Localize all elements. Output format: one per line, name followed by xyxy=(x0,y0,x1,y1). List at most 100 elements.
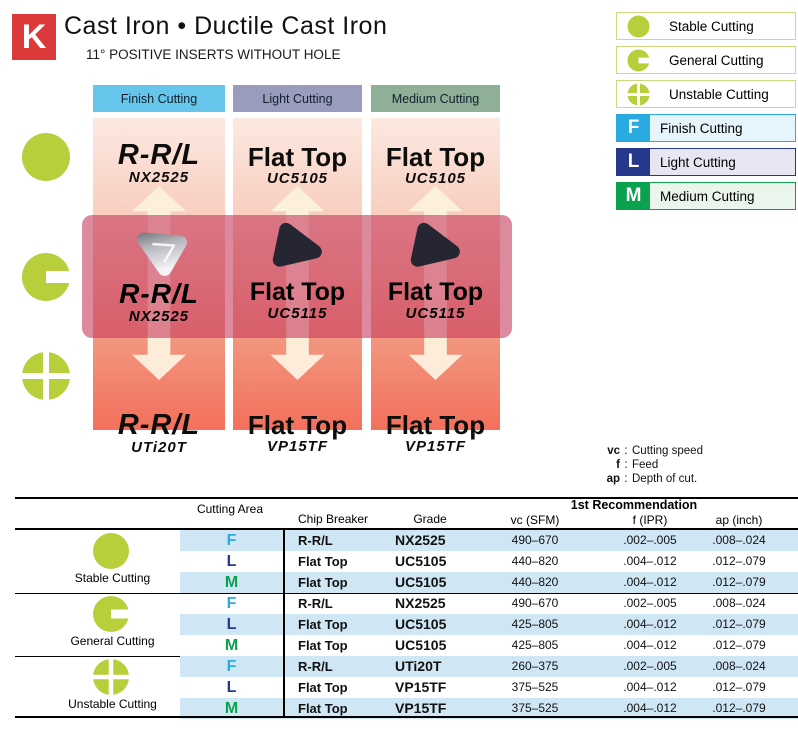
material-class-k-badge: K xyxy=(12,14,56,60)
vc-value: 425–805 xyxy=(511,616,559,631)
legend-item-finish: F Finish Cutting xyxy=(616,114,796,142)
silver-triangle-insert-icon xyxy=(137,232,187,276)
cutting-area-letter: M xyxy=(224,573,239,591)
legend-label: General Cutting xyxy=(669,52,764,68)
column-header-medium: Medium Cutting xyxy=(371,85,500,112)
col-header-recommendation: 1st Recommendation xyxy=(570,498,698,512)
feed-value: .002–.005 xyxy=(623,658,677,673)
table-row: L Flat Top VP15TF 375–525 .004–.012 .012… xyxy=(15,677,798,698)
grade-name: NX2525 xyxy=(128,169,190,187)
application-diagram: Finish Cutting Light Cutting Medium Cutt… xyxy=(0,80,798,456)
note-vc: vc: Cutting speed xyxy=(598,444,796,458)
col-header-cutting-area: Cutting Area xyxy=(196,502,264,516)
chip-breaker-value: Flat Top xyxy=(298,637,348,653)
vc-value: 440–820 xyxy=(511,574,559,589)
grade-value: UC5105 xyxy=(395,552,447,569)
legend-item-general: General Cutting xyxy=(616,46,796,74)
chip-breaker-value: R-R/L xyxy=(298,658,333,674)
chip-breaker-value: Flat Top xyxy=(298,616,348,632)
cutting-area-letter: M xyxy=(224,636,239,654)
legend-item-medium: M Medium Cutting xyxy=(616,182,796,210)
recommendation-bottom: R-R/L UTi20T xyxy=(93,410,225,456)
table-row: M Flat Top UC5105 425–805 .004–.012 .012… xyxy=(15,635,798,656)
black-triangle-insert-icon xyxy=(272,222,322,267)
legend-label: Light Cutting xyxy=(660,154,736,170)
stable-circle-icon xyxy=(617,13,659,39)
recommendation-bottom: Flat Top VP15TF xyxy=(371,411,500,455)
grade-value: UC5105 xyxy=(395,636,447,653)
group-label: Stable Cutting xyxy=(74,571,151,585)
general-notched-circle-icon xyxy=(617,47,659,73)
legend-label: Unstable Cutting xyxy=(669,86,769,102)
group-separator xyxy=(15,592,798,594)
grade-value: VP15TF xyxy=(395,699,447,716)
grade-value: UC5105 xyxy=(395,573,447,590)
col-header-ap: ap (inch) xyxy=(715,513,763,527)
col-header-chip-breaker: Chip Breaker xyxy=(298,512,369,526)
legend-item-light: L Light Cutting xyxy=(616,148,796,176)
recommendation-mid-light: Flat Top UC5115 xyxy=(233,217,362,322)
light-letter-badge: L xyxy=(617,149,650,175)
chip-breaker-name: Flat Top xyxy=(385,142,486,172)
note-ap: ap: Depth of cut. xyxy=(598,472,796,486)
grade-name: UC5105 xyxy=(266,170,329,188)
legend: Stable Cutting General Cutting Unstable … xyxy=(616,12,796,216)
feed-value: .002–.005 xyxy=(623,532,677,547)
grade-name: UC5105 xyxy=(404,170,467,188)
vc-value: 490–670 xyxy=(511,532,559,547)
grade-name: UC5115 xyxy=(405,305,466,323)
recommendation-table: Cutting Area Chip Breaker Grade 1st Reco… xyxy=(15,497,798,719)
grade-value: UTi20T xyxy=(395,657,442,674)
note-symbol: f xyxy=(616,459,620,471)
chip-breaker-name: Flat Top xyxy=(387,278,484,306)
recommendation-mid-finish: R-R/L NX2525 xyxy=(93,217,225,325)
vc-value: 375–525 xyxy=(511,700,559,715)
group-label: General Cutting xyxy=(70,634,155,648)
column-header-finish: Finish Cutting xyxy=(93,85,225,112)
note-colon: : xyxy=(624,459,628,471)
note-colon: : xyxy=(624,445,628,457)
ap-value: .012–.079 xyxy=(712,574,766,589)
table-row: L Flat Top UC5105 425–805 .004–.012 .012… xyxy=(15,613,798,635)
ap-value: .012–.079 xyxy=(712,616,766,631)
grade-name: UC5115 xyxy=(267,305,328,323)
unstable-clover-icon xyxy=(617,81,659,107)
note-desc: Feed xyxy=(632,459,659,471)
col-header-grade: Grade xyxy=(413,512,447,526)
finish-letter-badge: F xyxy=(617,115,650,141)
chip-breaker-value: Flat Top xyxy=(298,700,348,716)
legend-label: Finish Cutting xyxy=(660,120,743,136)
stable-circle-icon xyxy=(93,533,129,569)
table-row: F R-R/L NX2525 490–670 .002–.005 .008–.0… xyxy=(15,529,798,551)
vc-value: 375–525 xyxy=(511,679,559,694)
chip-breaker-name: Flat Top xyxy=(247,142,348,172)
note-desc: Cutting speed xyxy=(632,445,703,457)
material-class-letter: K xyxy=(21,18,47,56)
recommendation-mid-medium: Flat Top UC5115 xyxy=(371,217,500,322)
chip-breaker-value: Flat Top xyxy=(298,574,348,590)
note-symbol: vc xyxy=(607,445,620,457)
recommendation-top: Flat Top UC5105 xyxy=(233,142,362,188)
feed-value: .004–.012 xyxy=(623,553,677,568)
legend-item-stable: Stable Cutting xyxy=(616,12,796,40)
col-header-f: f (IPR) xyxy=(632,513,668,527)
grade-value: NX2525 xyxy=(395,531,446,548)
note-symbol: ap xyxy=(606,473,620,485)
table-row: M Flat Top UC5105 440–820 .004–.012 .012… xyxy=(15,571,798,593)
ap-value: .012–.079 xyxy=(712,637,766,652)
cutting-area-letter: L xyxy=(226,678,237,696)
black-triangle-insert-icon xyxy=(410,222,460,267)
row-highlight xyxy=(180,571,798,593)
page-subtitle: 11° POSITIVE INSERTS WITHOUT HOLE xyxy=(86,47,341,62)
column-header-light: Light Cutting xyxy=(233,85,362,112)
vc-value: 490–670 xyxy=(511,595,559,610)
general-notched-circle-icon xyxy=(22,253,70,306)
table-row: F R-R/L UTi20T 260–375 .002–.005 .008–.0… xyxy=(15,655,798,677)
feed-value: .004–.012 xyxy=(623,637,677,652)
feed-value: .004–.012 xyxy=(623,616,677,631)
cutting-area-letter: F xyxy=(226,657,237,675)
feed-value: .004–.012 xyxy=(623,574,677,589)
vc-value: 440–820 xyxy=(511,553,559,568)
note-desc: Depth of cut. xyxy=(632,473,698,485)
ap-value: .012–.079 xyxy=(712,553,766,568)
